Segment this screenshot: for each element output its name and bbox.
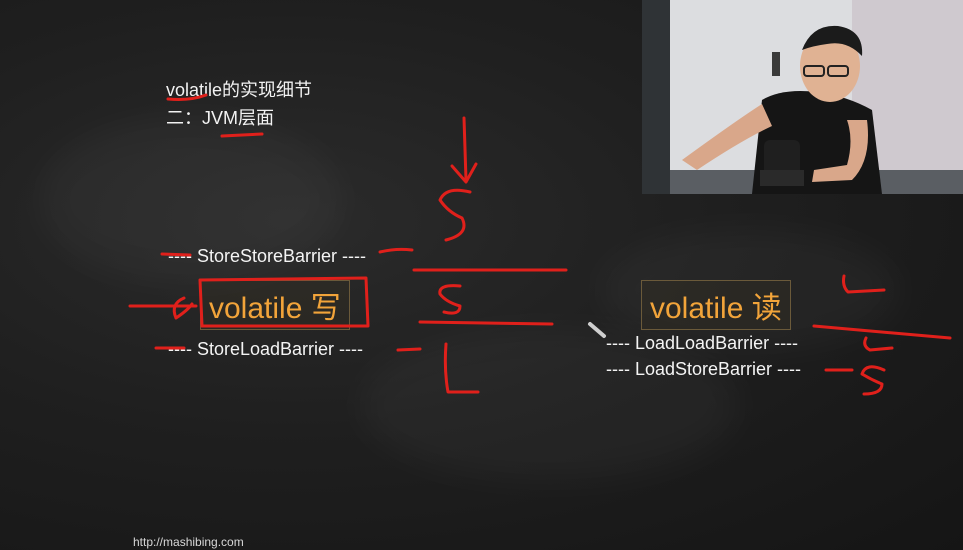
annotation-stroke bbox=[450, 162, 478, 184]
presenter-video-icon bbox=[642, 0, 963, 194]
annotation-stroke bbox=[418, 320, 554, 326]
annotation-letter-s bbox=[438, 284, 462, 315]
store-load-barrier-label: ---- StoreLoadBarrier ---- bbox=[168, 339, 364, 359]
annotation-letter-s bbox=[860, 365, 886, 396]
annotation-stroke bbox=[160, 252, 192, 257]
annotation-stroke bbox=[378, 247, 414, 254]
annotation-letter-l bbox=[443, 342, 480, 394]
annotation-stroke bbox=[166, 93, 208, 101]
annotation-stroke bbox=[172, 296, 194, 320]
annotation-letter-s bbox=[438, 188, 472, 242]
presenter-webcam bbox=[642, 0, 963, 194]
annotation-stroke bbox=[462, 116, 468, 182]
annotation-box bbox=[198, 276, 370, 328]
volatile-read-box: volatile 读 bbox=[641, 280, 791, 330]
chalk-pointer-icon bbox=[588, 322, 606, 338]
annotation-stroke bbox=[220, 132, 264, 138]
load-load-barrier-label: ---- LoadLoadBarrier ---- bbox=[606, 333, 799, 353]
store-store-barrier-label: ---- StoreStoreBarrier ---- bbox=[168, 246, 367, 266]
volatile-write-box: volatile 写 bbox=[200, 280, 350, 330]
footer-url: http://mashibing.com bbox=[133, 535, 244, 549]
annotation-letter-l bbox=[863, 336, 894, 352]
annotation-stroke bbox=[812, 324, 952, 340]
slide-subtitle: 二：JVM层面 bbox=[166, 108, 274, 128]
load-store-barrier-label: ---- LoadStoreBarrier ---- bbox=[606, 359, 802, 379]
annotation-letter-l bbox=[842, 274, 886, 294]
annotation-stroke bbox=[396, 347, 422, 352]
